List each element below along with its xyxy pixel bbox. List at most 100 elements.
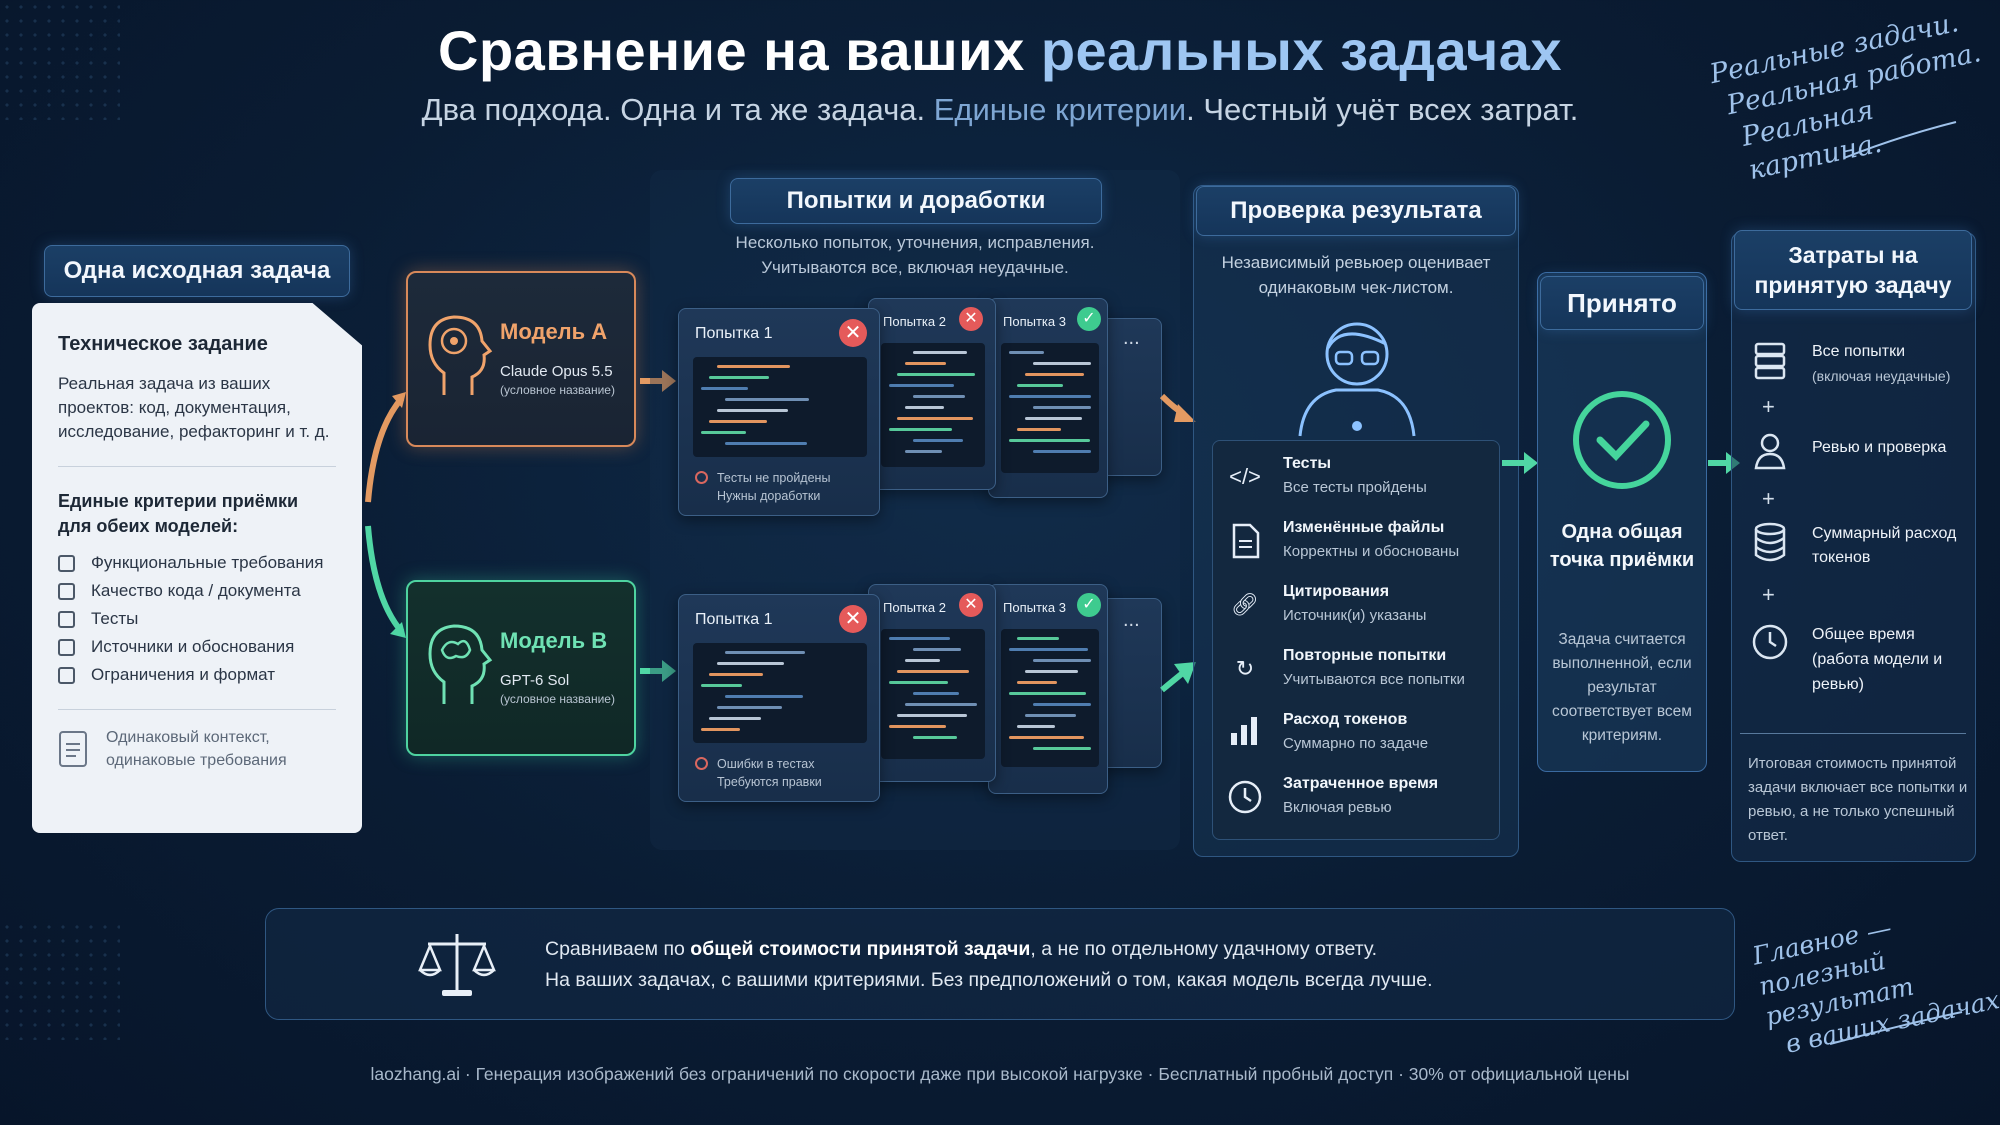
code-line [709, 673, 763, 676]
code-line [725, 695, 803, 698]
accepted-main-text: Одна общая точка приёмки [1549, 521, 1695, 571]
clock-icon [1227, 779, 1263, 815]
code-line [701, 431, 746, 434]
verification-note-line: одинаковым чек-листом. [1258, 278, 1454, 297]
code-line [1017, 637, 1059, 640]
code-line [905, 406, 944, 409]
model-a-sub: Claude Opus 5.5 [500, 363, 613, 380]
code-preview [693, 357, 867, 457]
check-item-title: Расход токенов [1283, 711, 1408, 728]
arrow-model-a-to-attempts [640, 370, 676, 392]
arrow-attempts-b-to-verify [1160, 662, 1196, 693]
model-a-card: Модель A Claude Opus 5.5 (условное назва… [406, 271, 636, 447]
context-note-text: Одинаковый контекст, одинаковые требован… [106, 729, 287, 769]
status-line: Требуются правки [717, 775, 822, 789]
attempts-note-line: Несколько попыток, уточнения, исправлени… [735, 233, 1095, 252]
link-icon: 🔗︎ [1231, 592, 1259, 617]
arrow-attempts-a-to-verify [1160, 393, 1196, 422]
attempt-label: Попытка 1 [695, 325, 773, 342]
code-line [701, 387, 748, 390]
plus-sign: + [1762, 394, 1775, 419]
brain-head-icon [428, 624, 493, 704]
status-line: Ошибки в тестах [717, 757, 815, 771]
model-b-card: Модель B GPT-6 Sol (условное название) [406, 580, 636, 756]
code-line [889, 384, 954, 387]
check-item-title: Тесты [1283, 455, 1332, 472]
code-line [709, 420, 767, 423]
code-line [897, 373, 975, 376]
code-line [1033, 703, 1091, 706]
check-item-title: Изменённые файлы [1283, 519, 1445, 536]
status-line: Тесты не пройдены [717, 471, 831, 485]
check-icon: ✓ [1077, 593, 1101, 617]
accepted-pill-label: Принято [1567, 287, 1677, 318]
attempt-a-4-card: ... [1098, 318, 1162, 476]
cost-item-title: Суммарный расход токенов [1812, 525, 1957, 566]
attempt-label: Попытка 2 [883, 600, 946, 615]
check-item-sub: Учитываются все попытки [1283, 671, 1465, 688]
code-line [717, 365, 790, 368]
fail-x-icon: ✕ [839, 319, 867, 347]
code-line [1017, 725, 1055, 728]
criteria-label: Функциональные требования [91, 553, 324, 572]
reviewer-icon [1754, 433, 1786, 470]
criteria-title: Единые критерии приёмки для обеих моделе… [58, 491, 299, 536]
verification-pill: Проверка результата [1196, 186, 1516, 236]
code-line [1025, 373, 1084, 376]
check-item-title: Повторные попытки [1283, 647, 1447, 664]
attempts-note-line: Учитываются все, включая неудачные. [761, 258, 1069, 277]
code-preview [1001, 343, 1099, 473]
context-note: Одинаковый контекст, одинаковые требован… [58, 726, 336, 772]
task-pill-label: Одна исходная задача [63, 257, 331, 284]
criteria-item: Качество кода / документа [58, 577, 336, 605]
arrow-verify-to-accepted [1502, 452, 1538, 474]
document-icon [59, 731, 87, 767]
accepted-note: Задача считается выполненной, если резул… [1552, 631, 1692, 744]
costs-note: Итоговая стоимость принятой задачи включ… [1748, 755, 1968, 844]
code-line [701, 728, 740, 731]
status-dot-icon [695, 757, 708, 770]
code-line [913, 648, 961, 651]
model-a-name: Модель A [500, 319, 608, 344]
code-icon: </> [1229, 464, 1261, 489]
checkbox-icon [58, 582, 75, 600]
task-pill: Одна исходная задача [44, 245, 350, 297]
verification-note-line: Независимый ревьюер оценивает [1221, 253, 1491, 272]
arrow-to-model-b [365, 525, 406, 638]
spec-text: Реальная задача из ваших проектов: код, … [58, 374, 330, 441]
plus-sign: + [1762, 486, 1775, 511]
cost-item-title: Ревью и проверка [1812, 439, 1947, 456]
code-line [1033, 406, 1091, 409]
costs-divider [1740, 733, 1966, 734]
criteria-item: Функциональные требования [58, 549, 336, 577]
spec-divider [58, 466, 336, 467]
code-line [913, 736, 957, 739]
cost-item-title: Общее время (работа модели и ревью) [1812, 626, 1943, 693]
handnote-underline [1843, 121, 1957, 159]
banner-line-bold: общей стоимости принятой задачи [690, 938, 1031, 960]
banner-text: Сравниваем по общей стоимости принятой з… [545, 934, 1433, 996]
attempt-label: Попытка 1 [695, 611, 773, 628]
spec-divider [58, 709, 336, 710]
model-a-note: (условное название) [500, 383, 615, 397]
code-line [1009, 692, 1086, 695]
server-icon [1754, 342, 1786, 380]
code-line [709, 717, 761, 720]
code-line [1009, 439, 1090, 442]
code-line [897, 714, 967, 717]
check-item: Изменённые файлы Корректны и обоснованы [1213, 513, 1501, 577]
code-line [905, 659, 940, 662]
banner-line-2: На ваших задачах, с вашими критериями. Б… [545, 969, 1433, 991]
check-item-sub: Все тесты пройдены [1283, 479, 1427, 496]
code-line [889, 681, 948, 684]
check-item-sub: Включая ревью [1283, 799, 1392, 816]
brain-head-icon [428, 315, 493, 395]
scales-icon [418, 934, 496, 996]
cost-item: Все попытки(включая неудачные) [1750, 340, 1970, 384]
check-item: Расход токенов Суммарно по задаче [1213, 705, 1501, 769]
verification-note: Независимый ревьюер оценивает одинаковым… [1193, 250, 1519, 300]
more-attempts-ellipsis: ... [1123, 327, 1140, 349]
attempt-label: Попытка 3 [1003, 314, 1066, 329]
file-icon [1227, 523, 1263, 559]
